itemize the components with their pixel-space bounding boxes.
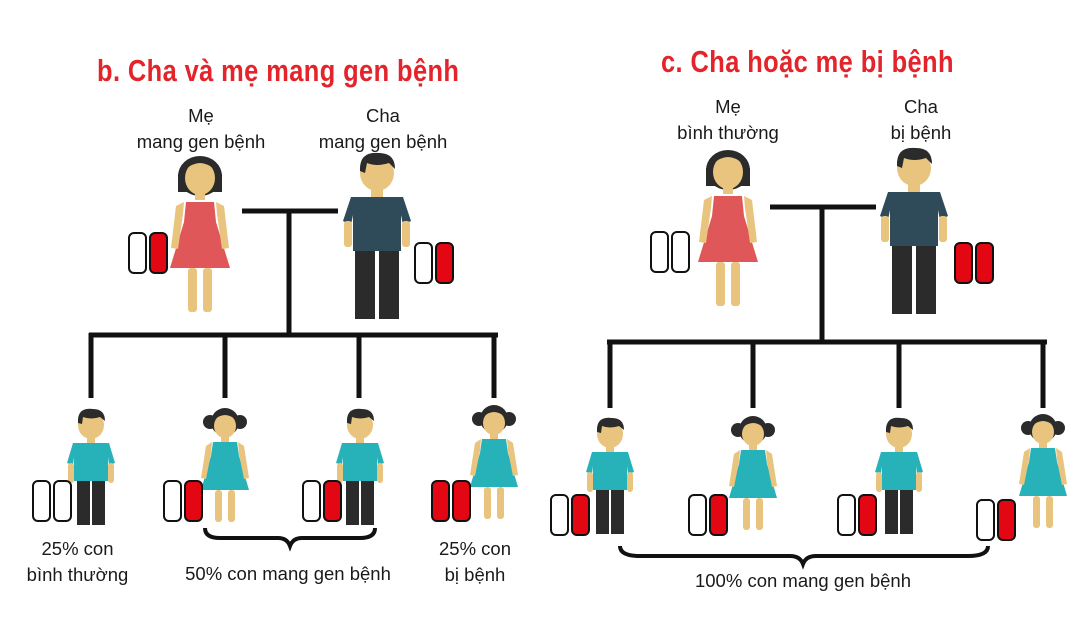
chromosome-pair-icon [414, 242, 454, 284]
outcome-carrier-label: 50% con mang gen bệnh [185, 563, 391, 584]
pedigree-lines-left [88, 208, 498, 398]
chromosome-pair-icon [32, 480, 72, 522]
woman-icon [698, 150, 758, 306]
boy-icon [336, 408, 384, 525]
pedigree-lines-right [607, 204, 1047, 408]
girl-icon [201, 408, 249, 522]
chromosome-pair-icon [302, 480, 342, 522]
chromosome-pair-icon [837, 494, 877, 536]
boy-icon [586, 417, 634, 534]
chromosome-pair-icon [550, 494, 590, 536]
woman-icon [170, 156, 230, 312]
man-icon [880, 147, 948, 314]
chromosome-pair-icon [431, 480, 471, 522]
boy-icon [875, 417, 923, 534]
man-icon [343, 152, 411, 319]
girl-icon [729, 416, 777, 530]
curly-brace-icon [618, 545, 990, 570]
chromosome-pair-icon [688, 494, 728, 536]
title-right: c. Cha hoặc mẹ bị bệnh [661, 44, 954, 79]
title-left: b. Cha và mẹ mang gen bệnh [97, 53, 460, 88]
boy-icon [67, 408, 115, 525]
chromosome-pair-icon [650, 231, 690, 273]
curly-brace-icon [203, 527, 377, 552]
chromosome-pair-icon [163, 480, 203, 522]
girl-icon [470, 405, 518, 519]
chromosome-pair-icon [976, 499, 1016, 541]
chromosome-pair-icon [954, 242, 994, 284]
chromosome-pair-icon [128, 232, 168, 274]
outcome-all-label: 100% con mang gen bệnh [694, 570, 911, 591]
girl-icon [1019, 414, 1067, 528]
